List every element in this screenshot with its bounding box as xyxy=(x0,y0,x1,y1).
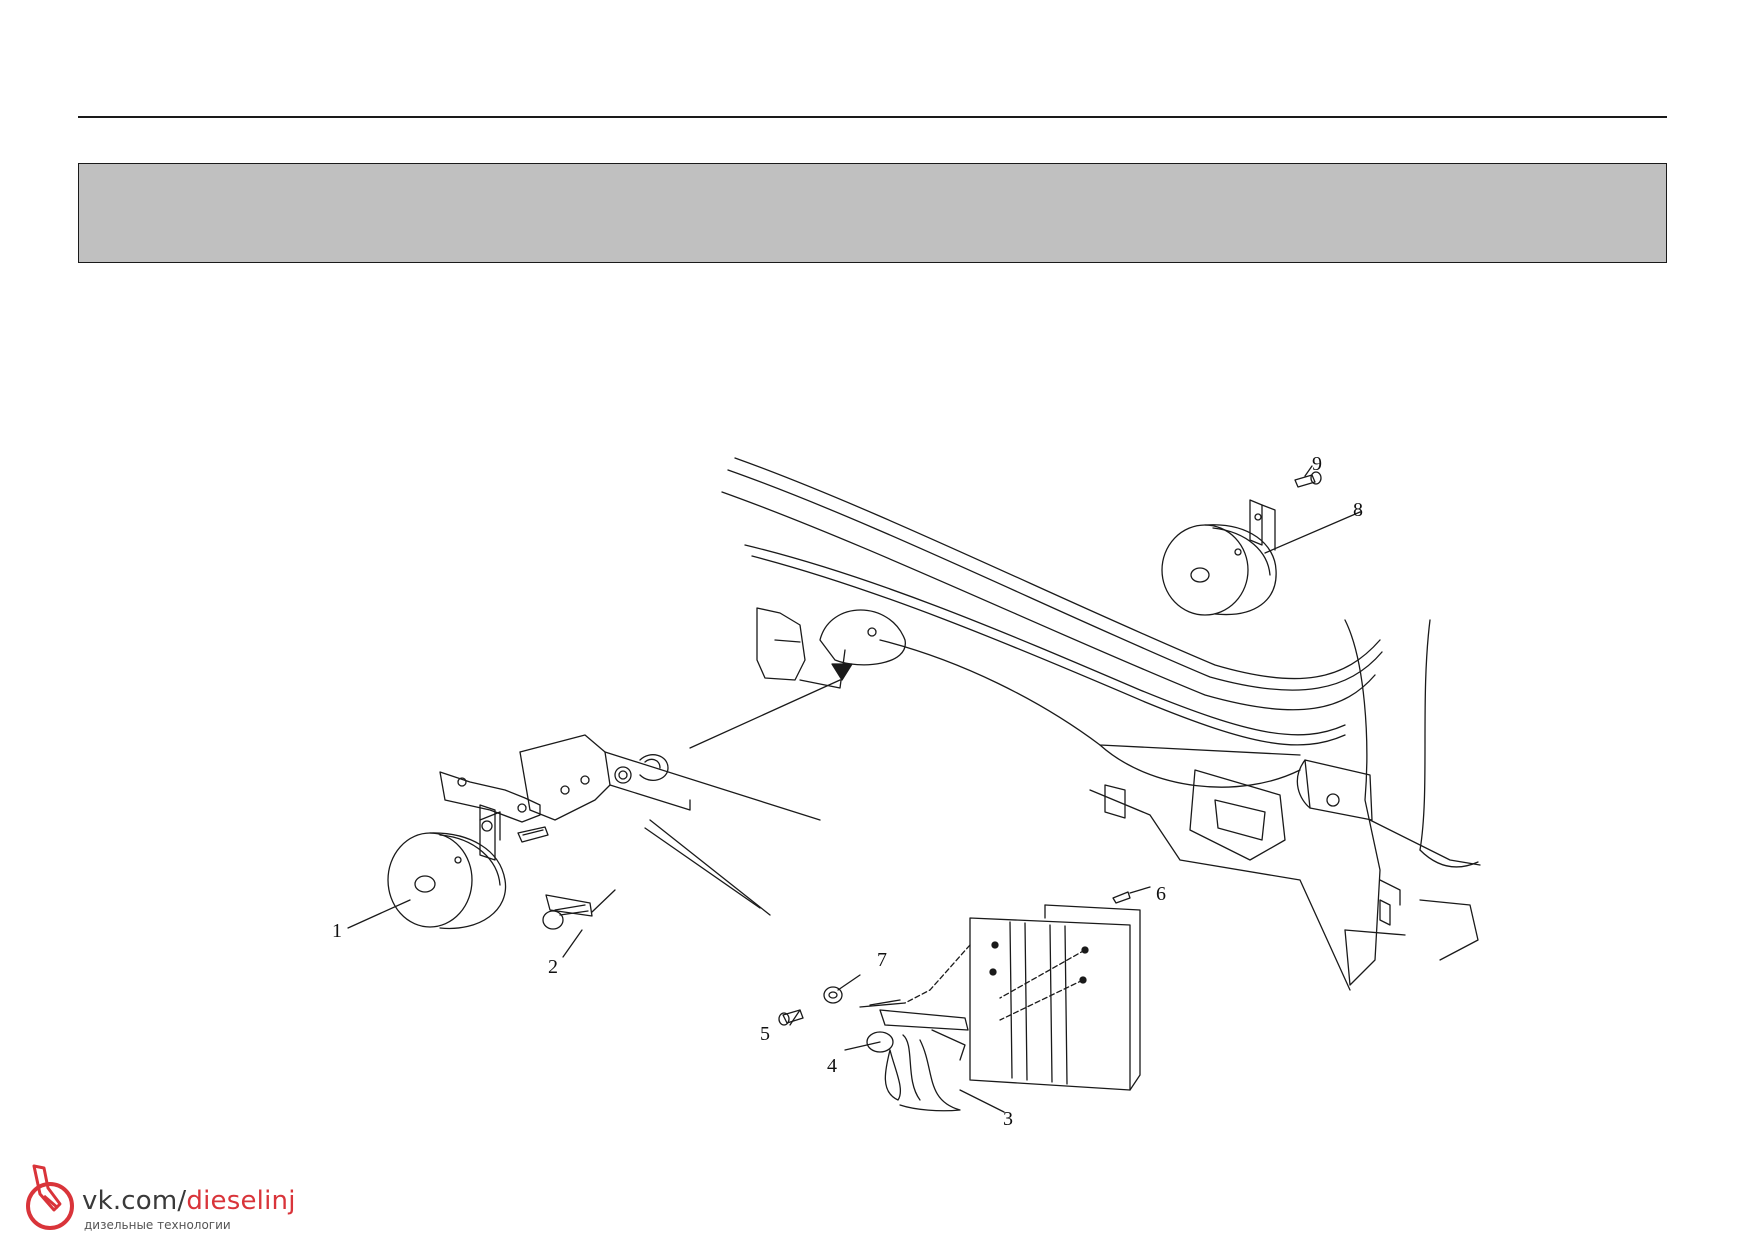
vehicle-front-body xyxy=(721,457,1481,991)
watermark-site-name: dieselinj xyxy=(186,1186,296,1216)
callout-1: 1 xyxy=(332,920,342,942)
watermark-site: vk.com/dieselinj xyxy=(82,1186,296,1216)
arrow-to-mount xyxy=(831,663,853,681)
watermark-tagline: дизельные технологии xyxy=(84,1218,231,1232)
dieselinj-logo-icon xyxy=(26,1164,74,1230)
callout-6: 6 xyxy=(1156,883,1166,905)
watermark-site-prefix: vk.com/ xyxy=(82,1186,187,1216)
callout-4: 4 xyxy=(827,1055,837,1077)
right-horn xyxy=(1161,499,1277,616)
bolt-9 xyxy=(1294,471,1322,488)
header-rule xyxy=(78,116,1667,118)
bolt-2 xyxy=(542,889,616,930)
left-horn-bracket xyxy=(439,679,841,916)
callout-5: 5 xyxy=(760,1023,770,1045)
section-banner xyxy=(78,163,1667,263)
callout-2: 2 xyxy=(548,956,558,978)
callout-3: 3 xyxy=(1003,1108,1013,1130)
callout-9: 9 xyxy=(1312,453,1322,475)
leader-lines xyxy=(347,465,1361,1113)
callout-8: 8 xyxy=(1353,499,1363,521)
callout-7: 7 xyxy=(877,949,887,971)
dual-horn-assembly xyxy=(778,904,1141,1112)
bolt-6 xyxy=(1112,891,1131,904)
left-horn xyxy=(387,811,507,930)
